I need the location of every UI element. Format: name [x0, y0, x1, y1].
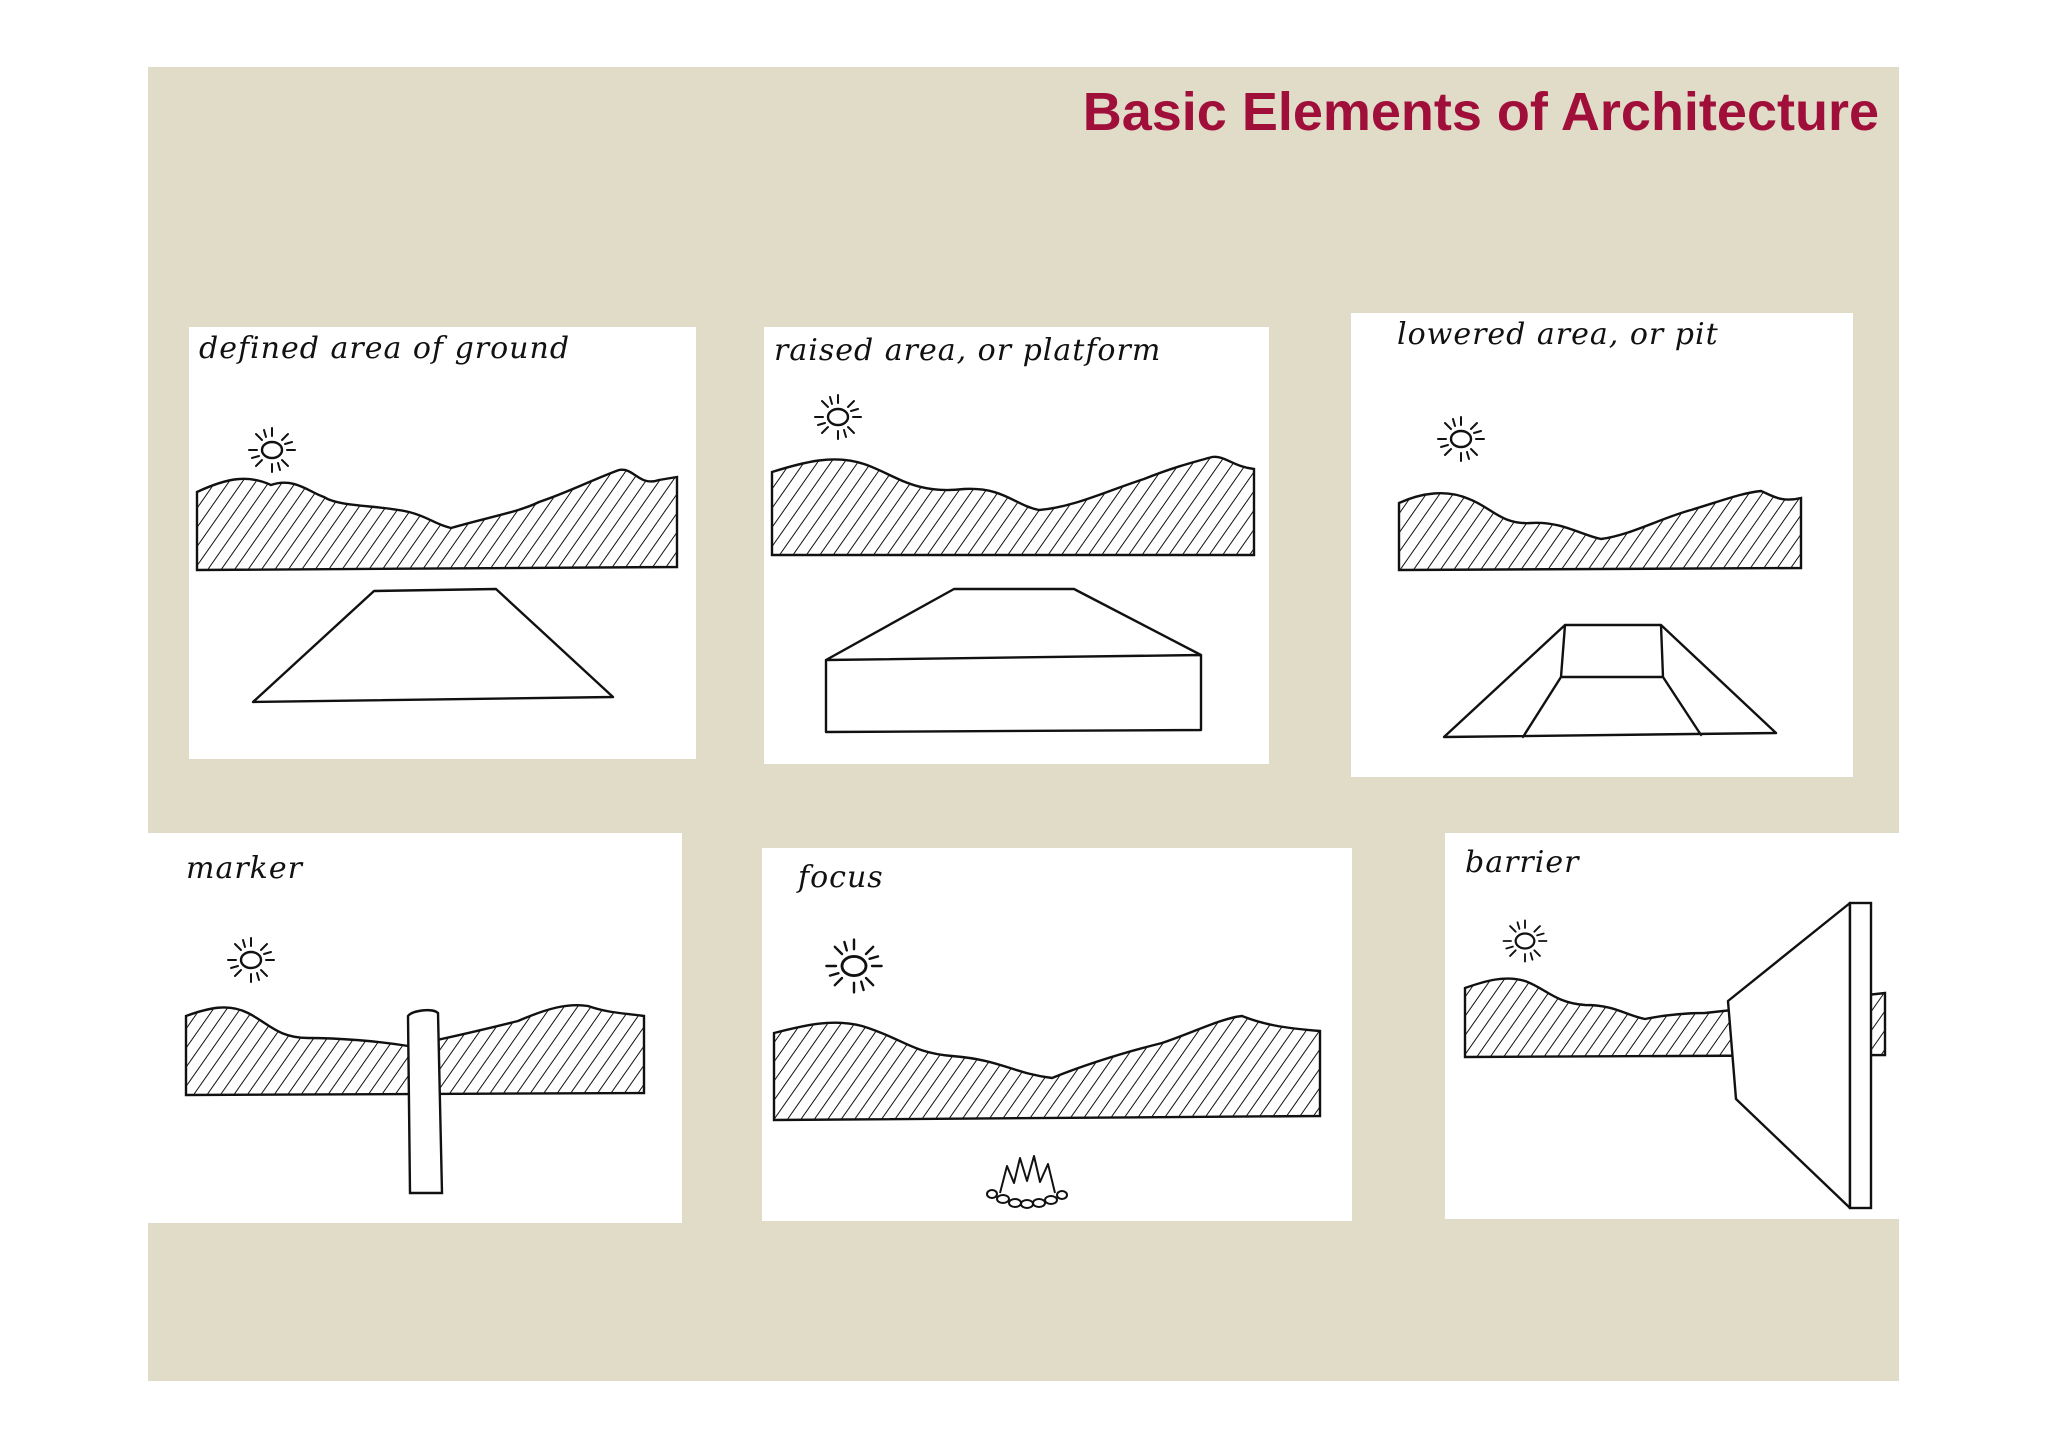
slide-title: Basic Elements of Architecture	[1082, 82, 1879, 142]
caption: defined area of ground	[199, 331, 571, 366]
caption: focus	[798, 860, 884, 895]
marker-drawing	[184, 936, 646, 1195]
panel-barrier: barrier	[1445, 833, 1899, 1219]
focus-drawing	[772, 938, 1322, 1209]
panel-lowered-area: lowered area, or pit	[1351, 313, 1853, 777]
caption: raised area, or platform	[774, 333, 1162, 368]
sun-icon	[1502, 919, 1548, 963]
barrier-drawing	[1463, 901, 1887, 1210]
panel-defined-area: defined area of ground	[189, 327, 696, 759]
ground-outline	[251, 587, 615, 704]
sun-icon	[247, 426, 297, 474]
caption: lowered area, or pit	[1397, 317, 1719, 352]
caption: barrier	[1465, 845, 1580, 880]
campfire	[986, 1155, 1068, 1209]
platform-outline	[824, 587, 1203, 734]
hillside	[1397, 489, 1803, 572]
lowered-area-drawing	[1397, 415, 1803, 739]
barrier-wall	[1726, 901, 1852, 1210]
sun-icon	[813, 393, 863, 441]
panel-focus: focus	[762, 848, 1352, 1221]
slide: Basic Elements of Architecture defined a…	[148, 67, 1899, 1381]
sun-icon	[226, 936, 276, 984]
defined-area-drawing	[195, 426, 679, 704]
sun-icon	[1436, 415, 1486, 463]
hillside	[770, 455, 1256, 557]
standing-stone	[406, 1008, 444, 1195]
caption: marker	[186, 851, 303, 886]
barrier-edge	[1848, 901, 1873, 1210]
sun-icon	[824, 938, 884, 994]
hillside	[772, 1014, 1322, 1122]
raised-area-drawing	[770, 393, 1256, 734]
panel-marker: marker	[148, 833, 682, 1223]
pit-outline	[1442, 623, 1778, 739]
hillside	[195, 468, 679, 572]
panel-raised-area: raised area, or platform	[764, 327, 1269, 764]
